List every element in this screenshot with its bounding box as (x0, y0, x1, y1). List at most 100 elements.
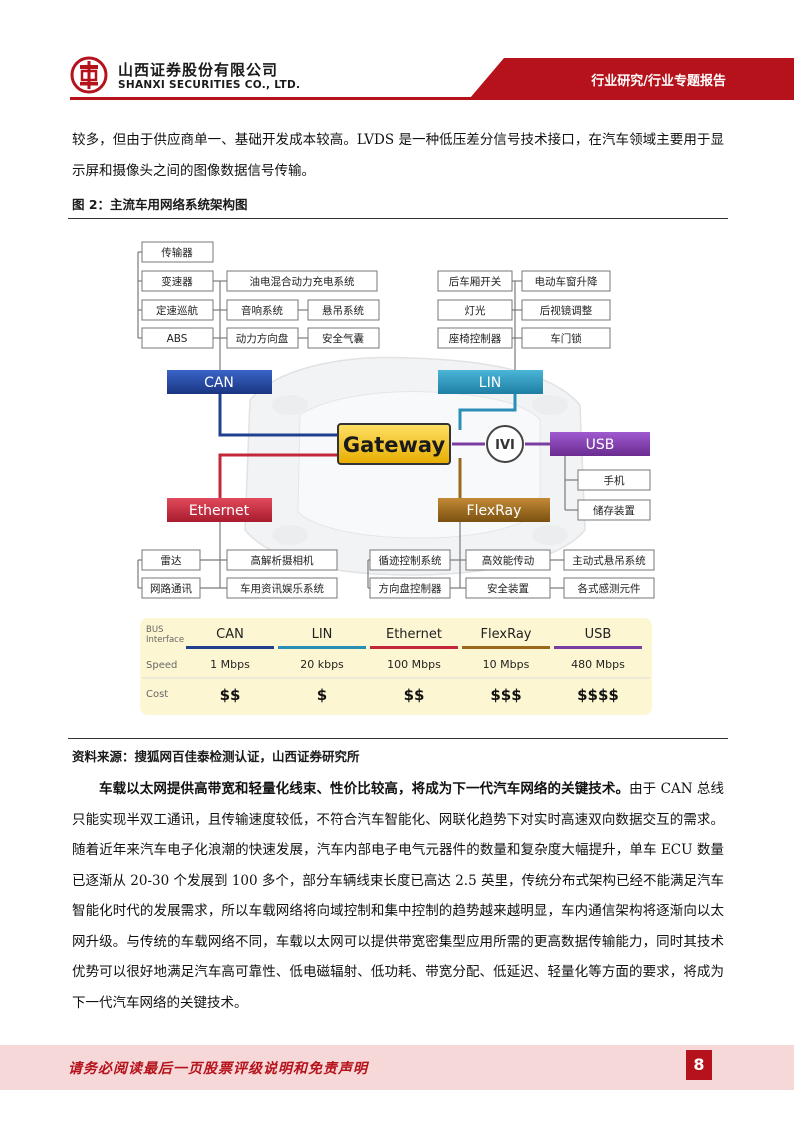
device-label: 定速巡航 (156, 304, 198, 317)
company-logo-icon (70, 56, 108, 94)
header-band (470, 58, 794, 98)
device-box (141, 270, 214, 292)
flexray-bus-box (438, 498, 550, 522)
gateway-box (337, 423, 451, 465)
device-box (577, 499, 651, 521)
device-box (437, 299, 513, 321)
page-number: 8 (686, 1050, 712, 1080)
can-connectors (137, 251, 308, 370)
intro-paragraph: 较多，但由于供应商单一、基础开发成本较高。LVDS 是一种低压差分信号技术接口，… (72, 132, 724, 179)
device-label: 主动式悬吊系统 (572, 554, 646, 567)
device-box (226, 270, 378, 292)
table-bus-cost: $ (317, 686, 327, 704)
device-box (226, 577, 338, 599)
table-bus-color-bar (554, 646, 642, 649)
table-bus-cost: $$$ (490, 686, 521, 704)
device-label: 安全装置 (487, 582, 529, 595)
company-name-en: SHANXI SECURITIES CO., LTD. (118, 79, 301, 91)
ivi-circle (486, 425, 524, 463)
table-bus-color-bar (186, 646, 274, 649)
device-label: 灯光 (465, 304, 486, 317)
device-label: 传输器 (161, 246, 193, 259)
device-label: 高效能传动 (482, 554, 535, 567)
device-label: 后视镜调整 (540, 304, 593, 317)
device-label: 后车厢开关 (449, 275, 502, 288)
table-bus-name: Ethernet (386, 627, 442, 642)
device-label: 动力方向盘 (236, 332, 289, 345)
table-bus-speed: 20 kbps (300, 658, 344, 671)
ethernet-bus-box (167, 498, 272, 522)
device-box (141, 299, 214, 321)
device-box (437, 327, 513, 349)
device-box (577, 469, 651, 491)
row-label-interface: Interface (146, 635, 184, 645)
table-bus-color-bar (278, 646, 366, 649)
table-bus-speed: 10 Mbps (483, 658, 530, 671)
device-box (563, 549, 655, 571)
bus-comparison-table: BUS Interface Speed Cost CAN 1 Mbps $$ LIN 2… (140, 618, 652, 715)
device-box (563, 577, 655, 599)
table-bus-cost: $$ (404, 686, 425, 704)
device-box (465, 549, 551, 571)
device-box (141, 327, 214, 349)
device-box (307, 299, 380, 321)
table-bus-cost: $$$$ (577, 686, 619, 704)
ethernet-connectors (137, 522, 227, 589)
device-label: 安全气囊 (322, 332, 364, 345)
table-bus-speed: 100 Mbps (387, 658, 441, 671)
device-label: 循迹控制系统 (379, 554, 442, 567)
device-label: 座椅控制器 (449, 332, 502, 345)
table-bus-name: FlexRay (481, 627, 532, 642)
device-box (141, 241, 214, 263)
main-paragraph: 车载以太网提供高带宽和轻量化线束、性价比较高，将成为下一代汽车网络的关键技术。由… (72, 774, 724, 1018)
flexray-connectors (367, 522, 564, 589)
device-box (369, 549, 451, 571)
table-background (140, 618, 652, 715)
bus-lines (218, 385, 550, 510)
device-label: ABS (167, 333, 188, 345)
table-bus-color-bar (370, 646, 458, 649)
table-bus-name: LIN (312, 627, 333, 642)
figure-source: 资料来源：搜狐网百佳泰检测认证，山西证券研究所 (72, 749, 360, 764)
page-footer (0, 1045, 794, 1090)
table-bus-speed: 1 Mbps (210, 658, 250, 671)
device-label: 储存装置 (593, 504, 635, 517)
table-bus-name: USB (585, 627, 612, 642)
lin-bus-label: LIN (479, 375, 501, 391)
device-box (369, 577, 451, 599)
page-header: 山西证券股份有限公司 SHANXI SECURITIES CO., LTD. 行… (0, 0, 794, 100)
table-row-labels: BUS Interface Speed Cost (146, 625, 184, 700)
device-label: 车门锁 (550, 332, 582, 345)
main-paragraph-text: 由于 CAN 总线只能实现半双工通讯，且传输速度较低，不符合汽车智能化、网联化趋… (72, 781, 724, 1011)
device-label: 油电混合动力充电系统 (250, 275, 355, 288)
device-box (226, 327, 299, 349)
device-label: 高解析摄相机 (251, 554, 314, 567)
figure-top-rule (68, 218, 728, 219)
device-label: 各式感测元件 (578, 582, 641, 595)
ethernet-bus-label: Ethernet (189, 503, 250, 519)
figure-title: 图 2：主流车用网络系统架构图 (72, 197, 248, 212)
table-bus-name: CAN (216, 627, 244, 642)
device-box (141, 549, 201, 571)
can-bus-box (167, 370, 272, 394)
ivi-label: IVI (495, 438, 515, 453)
row-label-bus: BUS (146, 625, 163, 635)
device-boxes: 传输器 变速器 油电混合动力充电系统 定速巡航 音响系统 悬吊系统 ABS 动力… (141, 241, 655, 599)
usb-bus-label: USB (586, 437, 615, 453)
device-label: 电动车窗升降 (535, 275, 598, 288)
row-label-speed: Speed (146, 660, 177, 671)
device-box (437, 270, 513, 292)
device-label: 变速器 (161, 275, 193, 288)
main-paragraph-bold: 车载以太网提供高带宽和轻量化线束、性价比较高，将成为下一代汽车网络的关键技术。 (99, 781, 630, 797)
device-label: 悬吊系统 (322, 304, 364, 317)
device-box (226, 549, 338, 571)
usb-bus-box (550, 432, 650, 456)
device-box (226, 299, 299, 321)
figure-bottom-rule (68, 738, 728, 739)
device-label: 雷达 (161, 555, 182, 567)
lin-bus-box (438, 370, 543, 394)
device-box (465, 577, 551, 599)
device-box (141, 577, 201, 599)
header-divider (70, 97, 794, 100)
device-label: 音响系统 (241, 304, 283, 317)
